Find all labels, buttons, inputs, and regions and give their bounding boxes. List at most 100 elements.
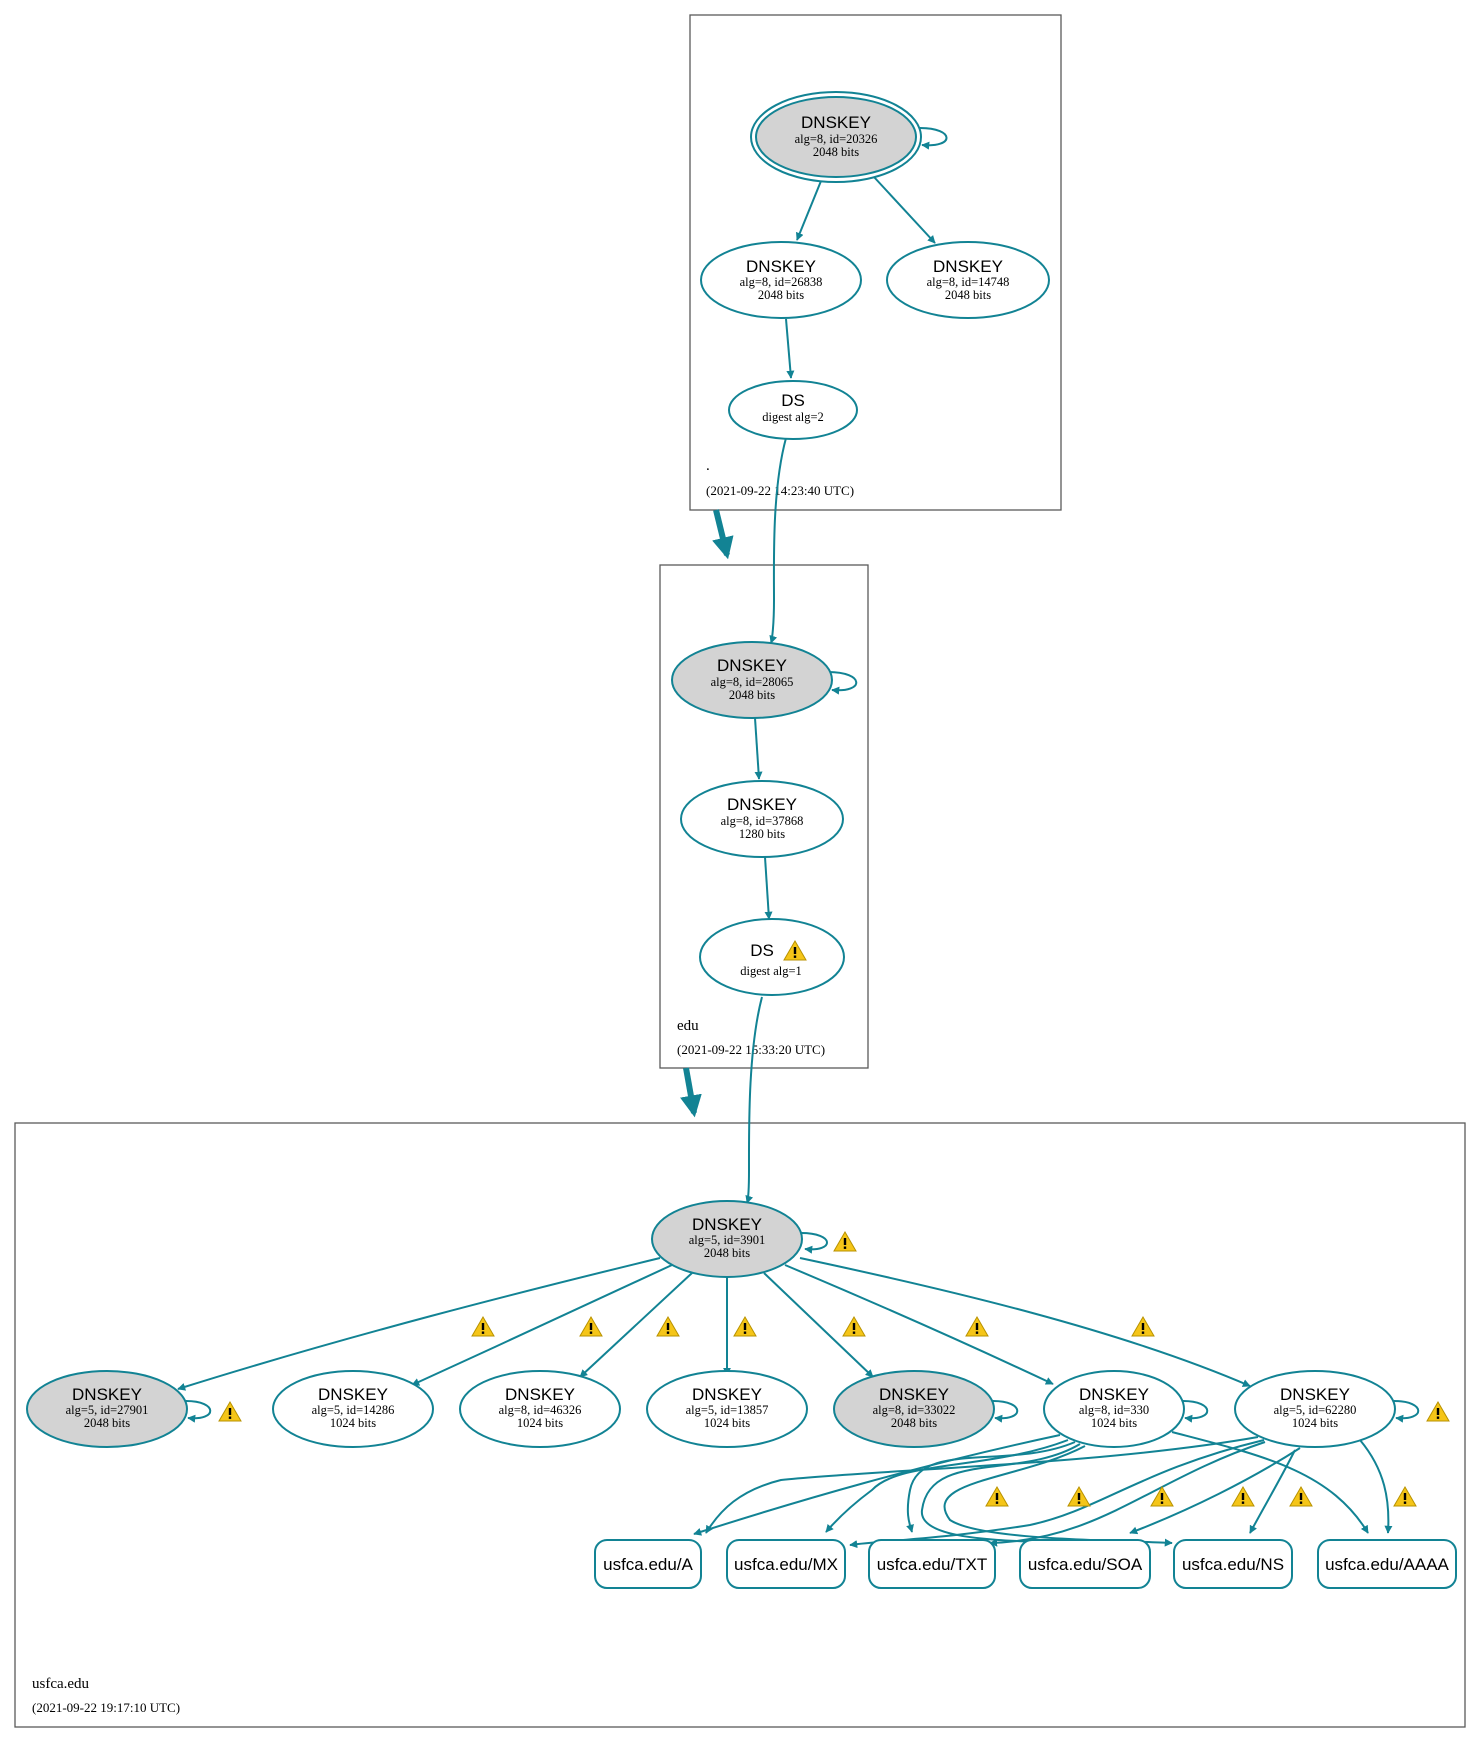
usfca-key-62280-node: DNSKEY alg=5, id=62280 1024 bits [1234,1370,1396,1448]
root-zsk2-line2: 2048 bits [945,288,991,302]
edu-ds-node: DS digest alg=1 [699,918,845,996]
rrset-txt-node: usfca.edu/TXT [868,1539,996,1589]
root-zsk2-title: DNSKEY [933,257,1003,276]
rrset-mx-label: usfca.edu/MX [734,1555,838,1574]
usfca-key-27901-title: DNSKEY [72,1385,142,1404]
usfca-key-13857-node: DNSKEY alg=5, id=13857 1024 bits [646,1370,808,1448]
usfca-key-62280-title: DNSKEY [1280,1385,1350,1404]
edge-u-ksk-k7 [799,1257,1251,1387]
edu-zsk-line2: 1280 bits [739,827,785,841]
edge-u-ksk-k5 [763,1272,874,1378]
rrset-a-node: usfca.edu/A [594,1539,702,1589]
rrset-a-label: usfca.edu/A [603,1555,693,1574]
edge-k6-a [693,1434,1061,1536]
edge-root-ksk-zsk2 [873,176,936,244]
usfca-key-62280-line1: alg=5, id=62280 [1274,1403,1357,1417]
edu-ksk-line1: alg=8, id=28065 [711,675,794,689]
edu-zsk-line1: alg=8, id=37868 [721,814,804,828]
usfca-key-46326-node: DNSKEY alg=8, id=46326 1024 bits [459,1370,621,1448]
edge-k6-soa [920,1443,1081,1547]
usfca-ksk-title: DNSKEY [692,1215,762,1234]
zone-edu-name: edu [677,1018,699,1034]
usfca-key-46326-title: DNSKEY [505,1385,575,1404]
edge-u-k6-self [1182,1400,1209,1423]
root-ds-line1: digest alg=2 [762,410,824,424]
usfca-key-13857-line2: 1024 bits [704,1416,750,1430]
root-ksk-title: DNSKEY [801,113,871,132]
edge-edu-zsk-ds [764,856,773,920]
usfca-key-330-node: DNSKEY alg=8, id=330 1024 bits [1043,1370,1185,1448]
edge-u-k7-self [1393,1400,1420,1423]
usfca-key-330-line1: alg=8, id=330 [1079,1403,1149,1417]
edge-u-ksk-k6 [784,1264,1054,1385]
rrset-soa-node: usfca.edu/SOA [1019,1539,1151,1589]
edge-k7-ns [1249,1449,1296,1534]
edge-k6-aaaa [1171,1431,1369,1534]
usfca-key-330-line2: 1024 bits [1091,1416,1137,1430]
root-zsk1-node: DNSKEY alg=8, id=26838 2048 bits [700,241,862,319]
edu-ksk-title: DNSKEY [717,656,787,675]
usfca-key-27901-line1: alg=5, id=27901 [66,1403,149,1417]
edge-root-ksk-self [919,127,948,150]
root-ksk-line2: 2048 bits [813,145,859,159]
usfca-key-14286-line1: alg=5, id=14286 [312,1403,395,1417]
edge-u-k5-self [992,1400,1019,1423]
zone-edu-timestamp: (2021-09-22 15:33:20 UTC) [677,1042,825,1057]
zone-usfca-timestamp: (2021-09-22 19:17:10 UTC) [32,1700,180,1715]
root-ds-title: DS [781,391,805,410]
usfca-key-62280-line2: 1024 bits [1292,1416,1338,1430]
usfca-key-46326-line2: 1024 bits [517,1416,563,1430]
rrset-aaaa-label: usfca.edu/AAAA [1325,1555,1449,1574]
root-zsk2-line1: alg=8, id=14748 [927,275,1010,289]
edge-edu-ds-usfca-ksk [745,996,763,1204]
edge-edu-ksk-self [827,671,858,695]
rrset-ns-node: usfca.edu/NS [1173,1539,1293,1589]
edge-k7-soa [1129,1447,1301,1535]
usfca-key-14286-line2: 1024 bits [330,1416,376,1430]
zone-usfca-name: usfca.edu [32,1676,90,1692]
usfca-key-46326-line1: alg=8, id=46326 [499,1403,582,1417]
usfca-ksk-line2: 2048 bits [704,1246,750,1260]
edu-ksk-line2: 2048 bits [729,688,775,702]
delegation-edu-to-usfca [680,1067,702,1118]
usfca-key-27901-node: DNSKEY alg=5, id=27901 2048 bits [26,1370,188,1448]
zone-root-timestamp: (2021-09-22 14:23:40 UTC) [706,483,854,498]
usfca-key-14286-node: DNSKEY alg=5, id=14286 1024 bits [272,1370,434,1448]
edge-k6-txt [906,1441,1076,1533]
edge-u-ksk-k1 [177,1257,661,1391]
usfca-key-33022-node: DNSKEY alg=8, id=33022 2048 bits [833,1370,995,1448]
usfca-key-27901-line2: 2048 bits [84,1416,130,1430]
edge-root-ksk-zsk1 [796,180,822,241]
rrset-ns-label: usfca.edu/NS [1182,1555,1284,1574]
edu-zsk-node: DNSKEY alg=8, id=37868 1280 bits [680,780,844,858]
usfca-key-33022-line2: 2048 bits [891,1416,937,1430]
usfca-ksk-line1: alg=5, id=3901 [689,1233,766,1247]
edu-ksk-node: DNSKEY alg=8, id=28065 2048 bits [671,641,833,719]
root-zsk1-line1: alg=8, id=26838 [740,275,823,289]
edu-ds-line1: digest alg=1 [740,964,802,978]
edge-k7-aaaa [1359,1439,1393,1534]
root-ksk-node: DNSKEY alg=8, id=20326 2048 bits [750,91,922,183]
rrset-mx-node: usfca.edu/MX [726,1539,846,1589]
usfca-key-330-title: DNSKEY [1079,1385,1149,1404]
edge-u-ksk-k3 [579,1272,693,1378]
root-ksk-line1: alg=8, id=20326 [795,132,878,146]
edge-k7-a [705,1436,1259,1534]
usfca-key-33022-line1: alg=8, id=33022 [873,1403,956,1417]
rrset-txt-label: usfca.edu/TXT [877,1555,988,1574]
edge-root-ds-edu-ksk [769,437,787,644]
usfca-key-13857-title: DNSKEY [692,1385,762,1404]
edge-k7-txt [989,1441,1266,1547]
edu-zsk-title: DNSKEY [727,795,797,814]
edge-edu-ksk-zsk [754,717,763,780]
usfca-key-13857-line1: alg=5, id=13857 [686,1403,769,1417]
delegation-root-to-edu [712,509,734,560]
root-ds-node: DS digest alg=2 [728,380,858,440]
edge-u-ksk-self [800,1232,828,1254]
edge-u-ksk-k2 [411,1264,673,1386]
zone-root-name: . [706,458,710,474]
rrset-aaaa-node: usfca.edu/AAAA [1317,1539,1457,1589]
edge-root-zsk1-ds [785,318,795,379]
root-zsk1-line2: 2048 bits [758,288,804,302]
